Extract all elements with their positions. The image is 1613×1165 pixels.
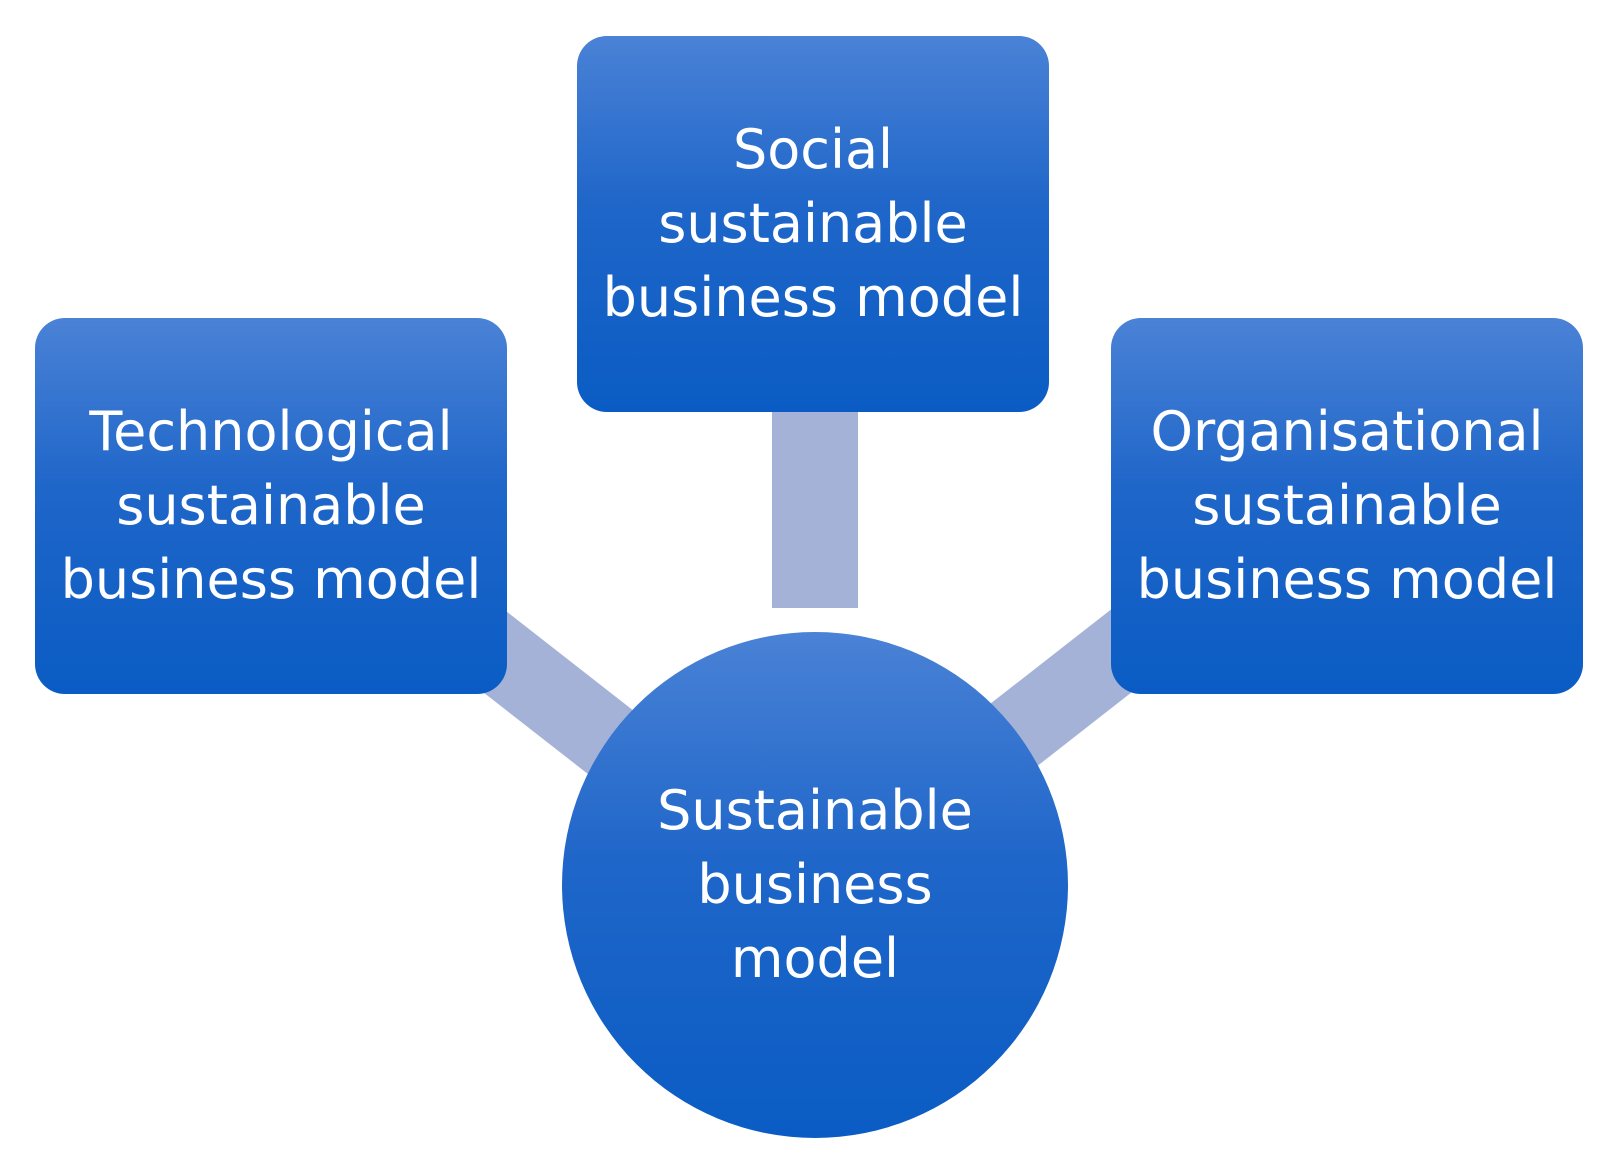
node-center-label: Sustainable business model [657,779,973,990]
node-technological-label: Technological sustainable business model [60,400,482,611]
connector-social-center [772,400,858,608]
node-organisational-sustainable-business-model: Organisational sustainable business mode… [1111,318,1583,694]
node-social-label: Social sustainable business model [602,118,1024,329]
node-technological-sustainable-business-model: Technological sustainable business model [35,318,507,694]
node-organisational-label: Organisational sustainable business mode… [1136,400,1558,611]
node-social-sustainable-business-model: Social sustainable business model [577,36,1049,412]
node-sustainable-business-model-center: Sustainable business model [562,632,1068,1138]
